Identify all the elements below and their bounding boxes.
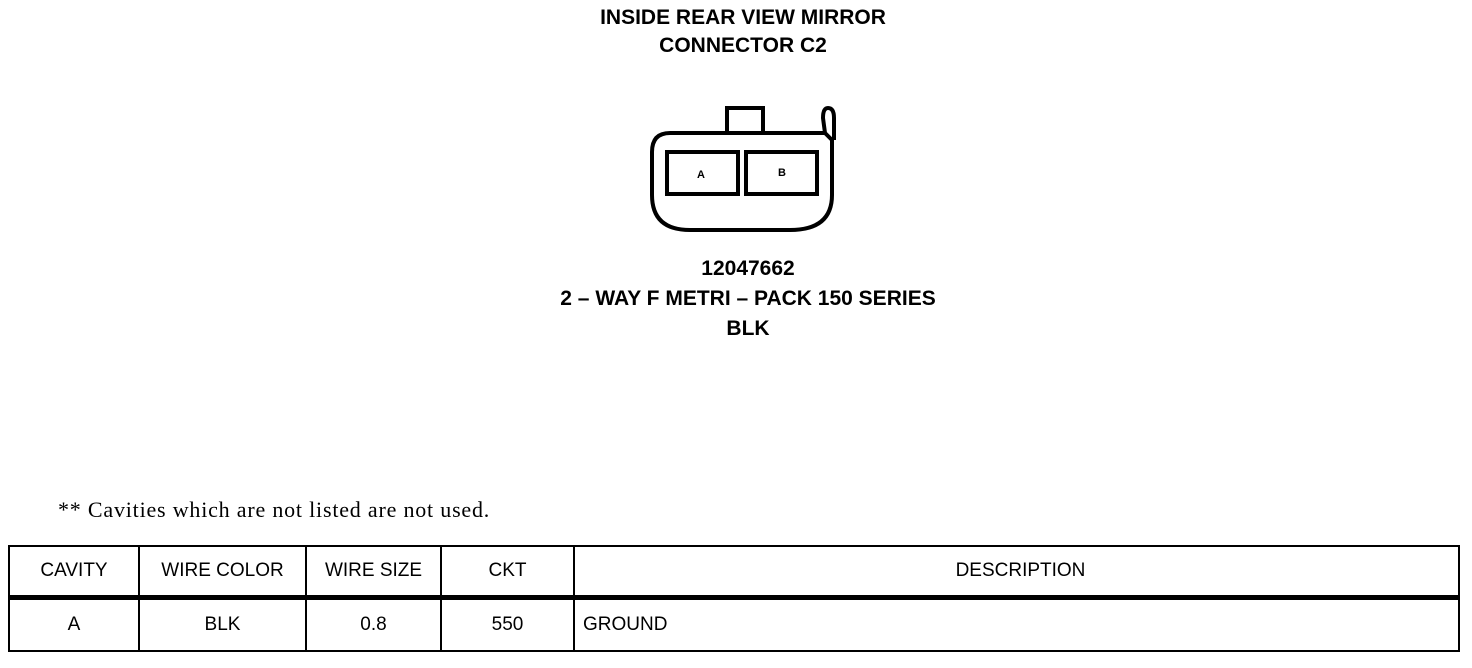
cell-description: GROUND bbox=[573, 596, 1460, 652]
header-wire-size: WIRE SIZE bbox=[305, 545, 442, 600]
cell-wire-color: BLK bbox=[138, 596, 307, 652]
cell-wire-size: 0.8 bbox=[305, 596, 442, 652]
connector-type: 2 – WAY F METRI – PACK 150 SERIES bbox=[560, 287, 936, 310]
pinout-table: CAVITY WIRE COLOR WIRE SIZE CKT DESCRIPT… bbox=[8, 545, 1460, 652]
cell-ckt: 550 bbox=[440, 596, 575, 652]
diagram-title: INSIDE REAR VIEW MIRROR bbox=[600, 6, 886, 29]
connector-drawing: A B bbox=[650, 105, 836, 232]
table-header-row: CAVITY WIRE COLOR WIRE SIZE CKT DESCRIPT… bbox=[8, 545, 1460, 600]
diagram-subtitle: CONNECTOR C2 bbox=[659, 34, 827, 57]
part-number: 12047662 bbox=[701, 257, 795, 280]
header-cavity: CAVITY bbox=[8, 545, 140, 600]
header-ckt: CKT bbox=[440, 545, 575, 600]
cavity-a-label: A bbox=[697, 169, 705, 181]
connector-color: BLK bbox=[726, 317, 770, 340]
cavity-b-label: B bbox=[778, 167, 786, 179]
table-row: A BLK 0.8 550 GROUND bbox=[8, 596, 1460, 652]
cell-cavity: A bbox=[8, 596, 140, 652]
note: ** Cavities which are not listed are not… bbox=[58, 497, 491, 522]
cavity-b bbox=[744, 150, 819, 196]
header-wire-color: WIRE COLOR bbox=[138, 545, 307, 600]
cavity-a bbox=[665, 150, 740, 196]
header-description: DESCRIPTION bbox=[573, 545, 1460, 600]
